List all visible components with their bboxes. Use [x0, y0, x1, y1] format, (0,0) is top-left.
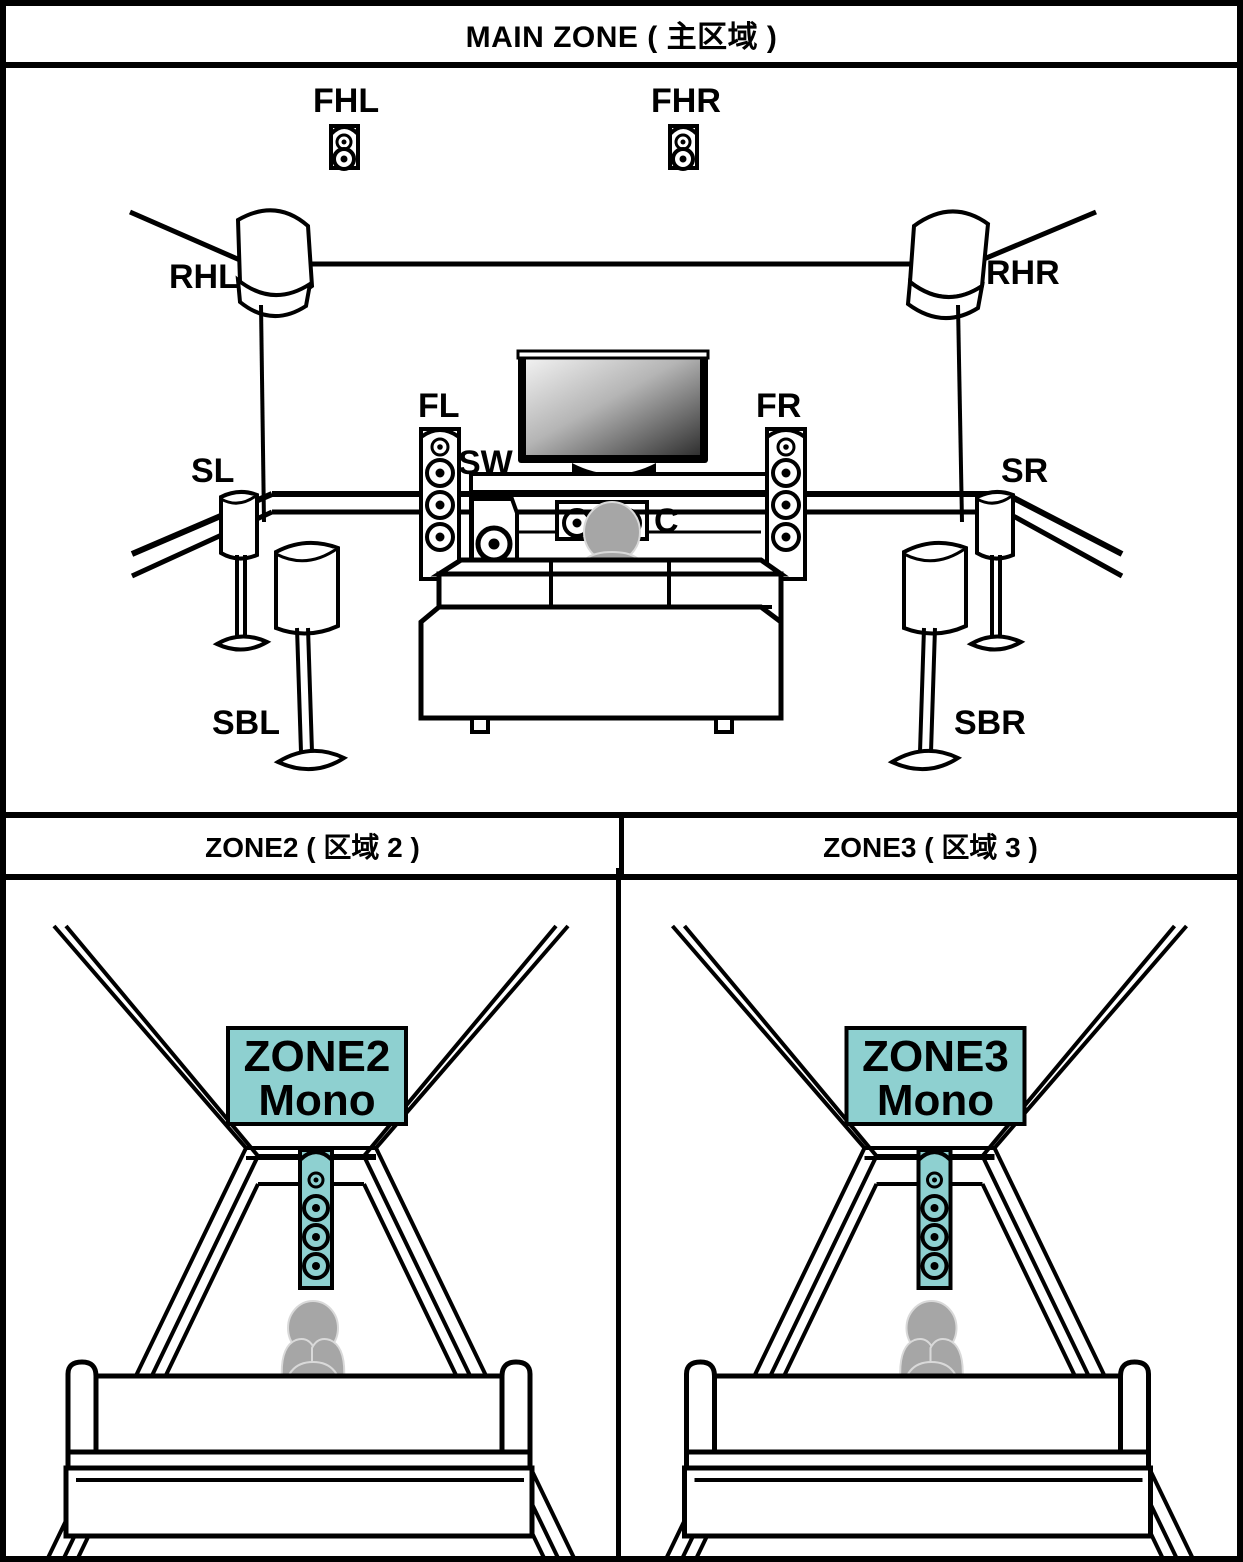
speaker-sbr [887, 540, 968, 772]
zone2-header-label: ZONE2 ( 区域 2 ) [205, 832, 420, 863]
zone3-badge-line1: ZONE3 [862, 1032, 1009, 1081]
speaker-rhr [905, 209, 991, 523]
speaker-label-rhr: RHR [986, 254, 1060, 292]
zone3-sofa [682, 1359, 1153, 1539]
zone3-header: ZONE3 ( 区域 3 ) [624, 818, 1237, 874]
speaker-label-fhl: FHL [313, 82, 379, 120]
television [516, 349, 710, 484]
speaker-fhr [668, 124, 699, 171]
speaker-rhl [235, 208, 315, 523]
speaker-fl [419, 427, 461, 581]
speaker-fhl [329, 124, 360, 171]
zone2-mono-badge: ZONE2 Mono [226, 1026, 408, 1126]
speaker-sr [966, 490, 1026, 652]
speaker-label-rhl: RHL [169, 258, 239, 296]
speaker-label-sl: SL [191, 452, 234, 490]
zone2-mono-speaker [298, 1148, 334, 1290]
zone2-diagram: ZONE2 Mono [6, 868, 621, 1562]
speaker-label-sbl: SBL [212, 704, 280, 742]
speaker-sbl [273, 540, 349, 772]
zone2-sofa [63, 1359, 535, 1539]
zone3-mono-badge: ZONE3 Mono [844, 1026, 1027, 1126]
zone2-header: ZONE2 ( 区域 2 ) [6, 818, 624, 874]
speaker-label-c: C [654, 502, 679, 540]
zone-header-row: ZONE2 ( 区域 2 ) ZONE3 ( 区域 3 ) [6, 812, 1237, 880]
ceiling-lines [128, 209, 1097, 267]
zone3-diagram: ZONE3 Mono [622, 868, 1237, 1562]
speaker-fr [765, 427, 807, 581]
zone3-header-label: ZONE3 ( 区域 3 ) [823, 832, 1038, 863]
main-zone-diagram: RHL FHL FHR [6, 62, 1237, 812]
zone2-badge-line2: Mono [258, 1076, 375, 1125]
main-zone-header-label: MAIN ZONE ( 主区域 ) [465, 21, 778, 54]
speaker-label-sw: SW [458, 444, 514, 482]
speaker-label-fhr: FHR [651, 82, 721, 120]
sofa [418, 557, 789, 734]
zone2-badge-line1: ZONE2 [244, 1032, 391, 1081]
speaker-label-fl: FL [418, 387, 460, 425]
speaker-label-sr: SR [1001, 452, 1048, 490]
zone3-mono-speaker [916, 1148, 953, 1290]
speaker-label-sbr: SBR [954, 704, 1026, 742]
speaker-label-fr: FR [756, 387, 801, 425]
main-zone-header: MAIN ZONE ( 主区域 ) [6, 6, 1237, 68]
speaker-sl [212, 490, 272, 652]
zone3-badge-line2: Mono [877, 1076, 994, 1125]
